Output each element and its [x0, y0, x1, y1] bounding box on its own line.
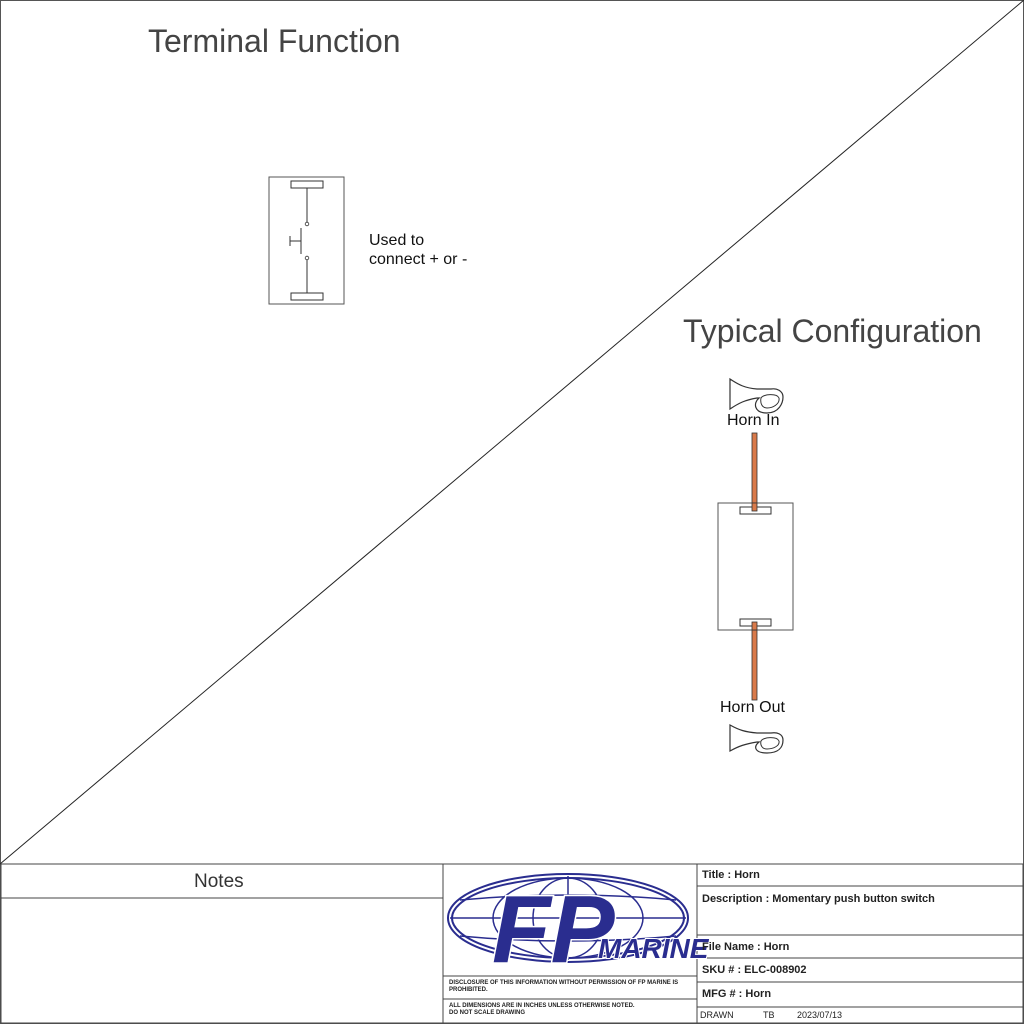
mfg-field: MFG # : Horn — [702, 988, 772, 1000]
wire-in — [751, 432, 758, 512]
horn-in-label: Horn In — [727, 412, 780, 429]
disclosure-text: DISCLOSURE OF THIS INFORMATION WITHOUT P… — [449, 980, 679, 993]
terminal-function-description-line1: Used to — [369, 232, 425, 249]
diagonal-divider — [0, 0, 1024, 865]
drawn-date: 2023/07/13 — [797, 1010, 843, 1020]
wire-out — [751, 621, 758, 701]
push-button-symbol — [268, 176, 345, 305]
contact-bottom — [304, 255, 310, 261]
contact-top — [304, 221, 310, 227]
terminal-bottom — [290, 292, 324, 301]
notes-label: Notes — [194, 871, 244, 892]
terminal-function-description-line2: connect + or - — [369, 251, 468, 268]
terminal-top — [290, 180, 324, 189]
switch-module — [717, 502, 794, 631]
switch-module-outline — [717, 502, 794, 631]
logo-word: MARINE — [598, 933, 710, 964]
terminal-function-title: Terminal Function — [148, 23, 401, 59]
title-field: Title : Horn — [702, 869, 760, 881]
fp-marine-logo: FP MARINE — [447, 873, 711, 985]
dimensions-note-line2: DO NOT SCALE DRAWING — [449, 1010, 525, 1016]
logo-letters: FP — [492, 876, 616, 983]
file-name-field: File Name : Horn — [702, 941, 790, 953]
drawn-by: TB — [763, 1010, 775, 1020]
sku-field: SKU # : ELC-008902 — [702, 964, 807, 976]
drawn-label: DRAWN — [700, 1010, 734, 1020]
horn-in-icon — [729, 377, 784, 414]
wire-out-end — [751, 621, 758, 631]
description-field: Description : Momentary push button swit… — [702, 893, 935, 905]
title-block-frame — [0, 863, 1024, 1024]
typical-configuration-title: Typical Configuration — [683, 313, 982, 349]
horn-out-icon — [729, 723, 784, 754]
wire-in-end — [751, 502, 758, 512]
dimensions-note-line1: ALL DIMENSIONS ARE IN INCHES UNLESS OTHE… — [449, 1003, 635, 1009]
horn-out-label: Horn Out — [720, 699, 785, 716]
